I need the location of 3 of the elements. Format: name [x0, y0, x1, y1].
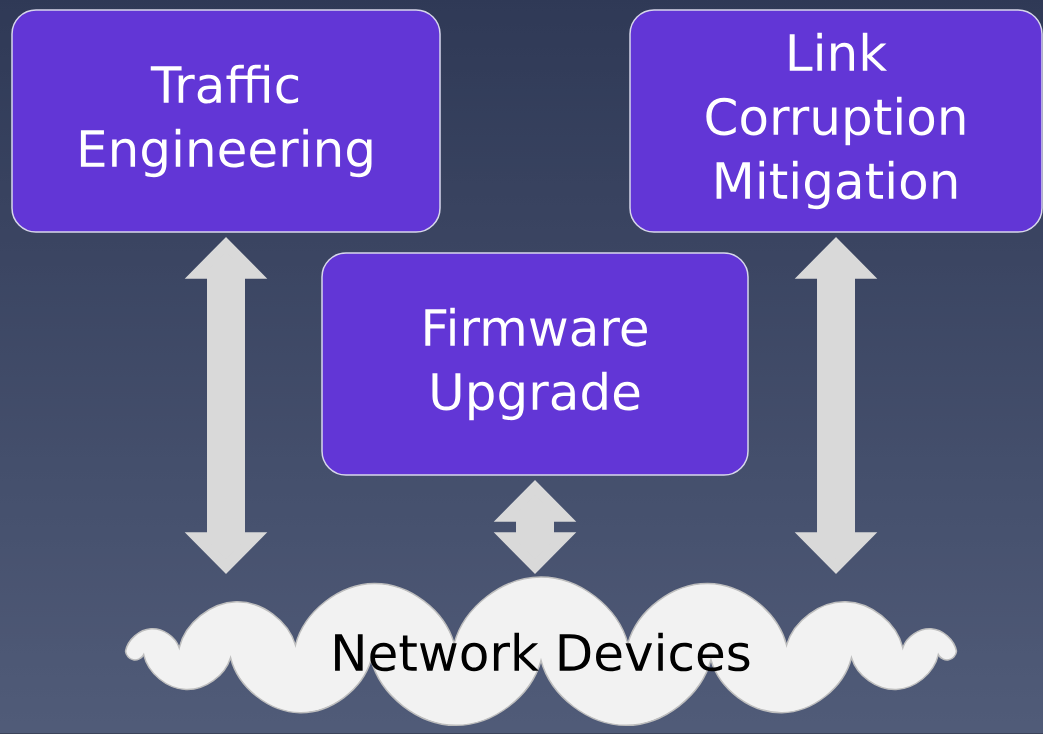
process-box: Firmware Upgrade: [321, 252, 749, 476]
process-box: Traffic Engineering: [11, 9, 441, 233]
process-box: Link Corruption Mitigation: [629, 9, 1043, 233]
